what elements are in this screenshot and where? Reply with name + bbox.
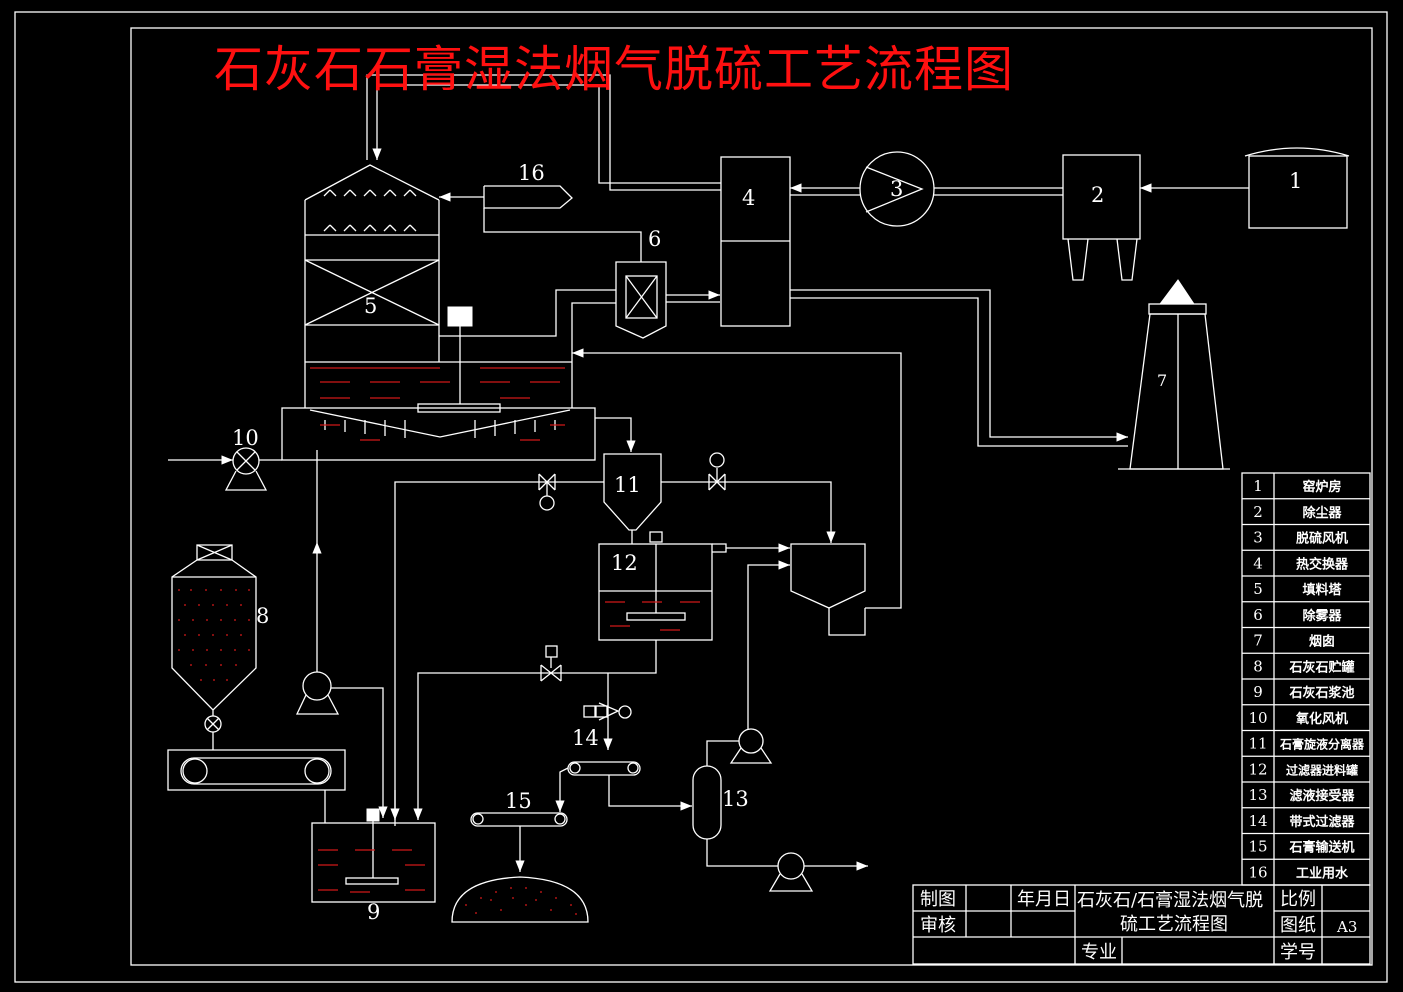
outer-border (14, 11, 1388, 983)
legend-item-name: 除雾器 (1302, 608, 1342, 624)
filter-feed-tank (598, 531, 727, 641)
title-block: 制图 审核 年月日 石灰石/石膏湿法烟气脱 硫工艺流程图 比例 图纸 A3 专业… (912, 884, 1371, 965)
tb-sheet-size: A3 (1336, 918, 1357, 936)
desulfurization-fan (859, 151, 935, 227)
legend-item-number: 5 (1253, 580, 1263, 598)
tb-sheet: 图纸 (1280, 915, 1316, 936)
legend-item-number: 16 (1248, 863, 1267, 881)
tb-date: 年月日 (1017, 889, 1071, 910)
legend-item-number: 2 (1253, 503, 1263, 521)
slurry-pump (295, 671, 340, 715)
legend-item-name: 烟囱 (1309, 634, 1335, 650)
page-title: 石灰石石膏湿法烟气脱硫工艺流程图 (214, 41, 1015, 98)
drain-pump (768, 852, 814, 892)
tb-drawing-title-1: 石灰石/石膏湿法烟气脱 (1077, 889, 1263, 911)
heat-exchanger (720, 156, 791, 327)
legend-item-number: 1 (1253, 477, 1263, 495)
legend-item-name: 热交换器 (1296, 556, 1349, 572)
kiln-house (1244, 147, 1350, 229)
legend-item-name: 石膏输送机 (1288, 840, 1354, 856)
legend-item-number: 13 (1248, 786, 1267, 804)
tb-scale: 比例 (1280, 889, 1316, 910)
equipment-label-1: 1 (1289, 169, 1302, 193)
legend-item-name: 石灰石贮罐 (1288, 659, 1354, 675)
equipment-label-6: 6 (648, 227, 661, 251)
legend-item-number: 15 (1248, 838, 1267, 856)
legend-item-name: 石膏旋液分离器 (1279, 737, 1365, 752)
legend-item-number: 6 (1253, 606, 1263, 624)
legend-item-name: 氧化风机 (1295, 711, 1348, 727)
legend-item-number: 12 (1248, 760, 1267, 778)
industrial-water-inlet (483, 185, 573, 209)
legend-item-number: 4 (1253, 554, 1263, 572)
gypsum-hydrocyclone (603, 453, 662, 544)
legend-item-name: 除尘器 (1302, 505, 1342, 521)
legend-item-number: 9 (1253, 683, 1263, 701)
equipment-label-4: 4 (742, 186, 755, 210)
filtrate-receiver (692, 765, 722, 840)
demister (615, 261, 667, 339)
tb-major: 专业 (1081, 942, 1117, 963)
legend-item-name: 滤液接受器 (1289, 788, 1355, 804)
legend-item-name: 过滤器进料罐 (1286, 762, 1358, 777)
equipment-label-9: 9 (367, 900, 380, 924)
legend-item-name: 脱硫风机 (1296, 531, 1348, 547)
legend-item-name: 带式过滤器 (1289, 814, 1355, 830)
equipment-label-11: 11 (614, 473, 641, 497)
limestone-silo (167, 544, 346, 823)
legend-item-number: 8 (1253, 657, 1263, 675)
legend-item-name: 石灰石浆池 (1288, 685, 1354, 701)
tb-drawn: 制图 (920, 889, 956, 910)
belt-filter (567, 761, 641, 776)
equipment-label-8: 8 (256, 604, 269, 628)
slurry-receiver (790, 543, 866, 636)
legend-item-number: 7 (1253, 632, 1263, 650)
equipment-label-14: 14 (572, 726, 599, 750)
equipment-label-15: 15 (505, 789, 532, 813)
legend-item-number: 3 (1253, 529, 1263, 547)
legend-item-name: 工业用水 (1296, 865, 1349, 881)
legend-item-number: 11 (1248, 735, 1267, 753)
filtrate-pump (706, 728, 773, 766)
equipment-label-12: 12 (611, 551, 638, 575)
tb-drawing-title-2: 硫工艺流程图 (1120, 914, 1228, 935)
equipment-label-16: 16 (518, 161, 545, 185)
legend-item-number: 14 (1248, 812, 1267, 830)
equipment-label-13: 13 (722, 787, 749, 811)
dust-collector (1062, 154, 1141, 281)
gypsum-conveyor (451, 812, 589, 923)
legend-table: 1 窑炉房 2 除尘器 3 脱硫风机 4 热交换器 5 填料塔 6 除雾器 7 烟囱 8 石灰石贮罐 9 石灰石浆… (1241, 472, 1371, 886)
chimney (1118, 279, 1230, 470)
equipment-label-3: 3 (890, 177, 903, 201)
oxidation-fan (224, 447, 268, 491)
tb-student-no: 学号 (1280, 942, 1316, 963)
legend-item-name: 窑炉房 (1302, 479, 1341, 495)
legend-item-name: 填料塔 (1302, 582, 1342, 598)
equipment-label-10: 10 (232, 426, 259, 450)
equipment-label-5: 5 (364, 294, 377, 318)
tb-checked: 审核 (920, 915, 956, 936)
equipment-label-2: 2 (1091, 183, 1104, 207)
packed-tower (281, 164, 596, 461)
limestone-slurry-tank (311, 808, 436, 903)
equipment-label-7: 7 (1157, 371, 1167, 390)
inner-border (130, 27, 1373, 966)
legend-item-number: 10 (1248, 709, 1267, 727)
